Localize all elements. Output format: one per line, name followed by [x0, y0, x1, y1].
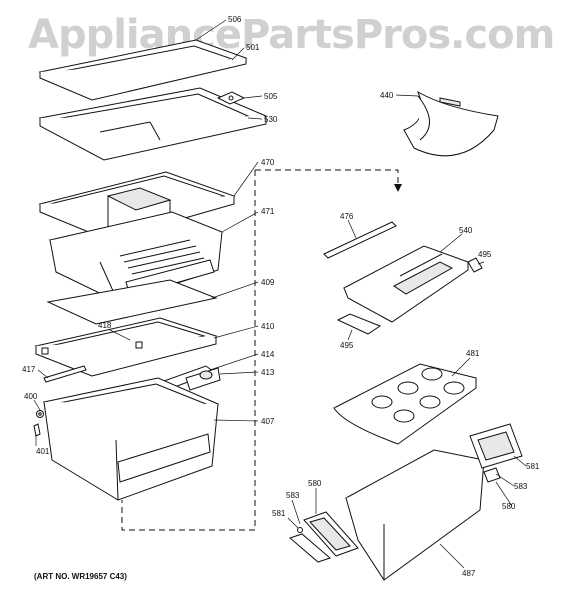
part-rod-476	[323, 221, 397, 259]
part-shelf-540	[342, 245, 470, 323]
part-glass-409	[46, 279, 218, 325]
callout-476: 476	[340, 212, 354, 221]
watermark-text: AppliancePartsPros.com	[28, 12, 555, 58]
callout-409: 409	[261, 278, 275, 287]
connector-arrow	[394, 184, 402, 192]
callout-417: 417	[22, 365, 36, 374]
part-screw-401	[33, 423, 41, 437]
part-rod-417	[43, 365, 87, 383]
callout-583-right: 583	[514, 482, 528, 491]
part-pan-470	[38, 171, 236, 241]
callout-401: 401	[36, 447, 50, 456]
callout-470: 470	[261, 158, 275, 167]
part-drawer-407	[42, 377, 220, 501]
part-bin-487	[345, 449, 486, 581]
callout-413: 413	[261, 368, 275, 377]
leader-lines	[33, 19, 527, 569]
callout-410: 410	[261, 322, 275, 331]
callout-487: 487	[462, 569, 476, 578]
callout-495-lower: 495	[340, 341, 354, 350]
callout-506: 506	[228, 15, 242, 24]
callout-495-upper: 495	[478, 250, 492, 259]
callout-530: 530	[264, 115, 278, 124]
art-number: (ART NO. WR19657 C43)	[34, 572, 127, 581]
callout-580-left: 580	[308, 479, 322, 488]
callout-440: 440	[380, 91, 394, 100]
callout-505: 505	[264, 92, 278, 101]
callout-400: 400	[24, 392, 38, 401]
callout-501: 501	[246, 43, 260, 52]
callout-418: 418	[98, 321, 112, 330]
callout-407: 407	[261, 417, 275, 426]
callout-471: 471	[261, 207, 275, 216]
callout-583-left: 583	[286, 491, 300, 500]
callout-580-right: 580	[502, 502, 516, 511]
part-frame-410	[34, 317, 218, 377]
part-bracket-580-right	[469, 423, 523, 483]
dashed-connector	[121, 169, 399, 531]
part-clip-495a	[467, 257, 483, 273]
callout-540: 540	[459, 226, 473, 235]
part-shelf-glass-top	[38, 39, 248, 101]
part-bracket-580-left	[289, 511, 359, 563]
part-cover-481	[332, 363, 478, 445]
part-shelf-frame	[38, 87, 268, 161]
callout-581-left: 581	[272, 509, 286, 518]
callout-labels: 506 501 505 530 470 471 409 418 410 414 …	[22, 15, 540, 578]
part-cover-440	[403, 90, 499, 157]
callout-414: 414	[261, 350, 275, 359]
callout-481: 481	[466, 349, 480, 358]
part-screw-400	[36, 410, 44, 418]
callout-581-right: 581	[526, 462, 540, 471]
part-clip-495b	[336, 313, 382, 335]
